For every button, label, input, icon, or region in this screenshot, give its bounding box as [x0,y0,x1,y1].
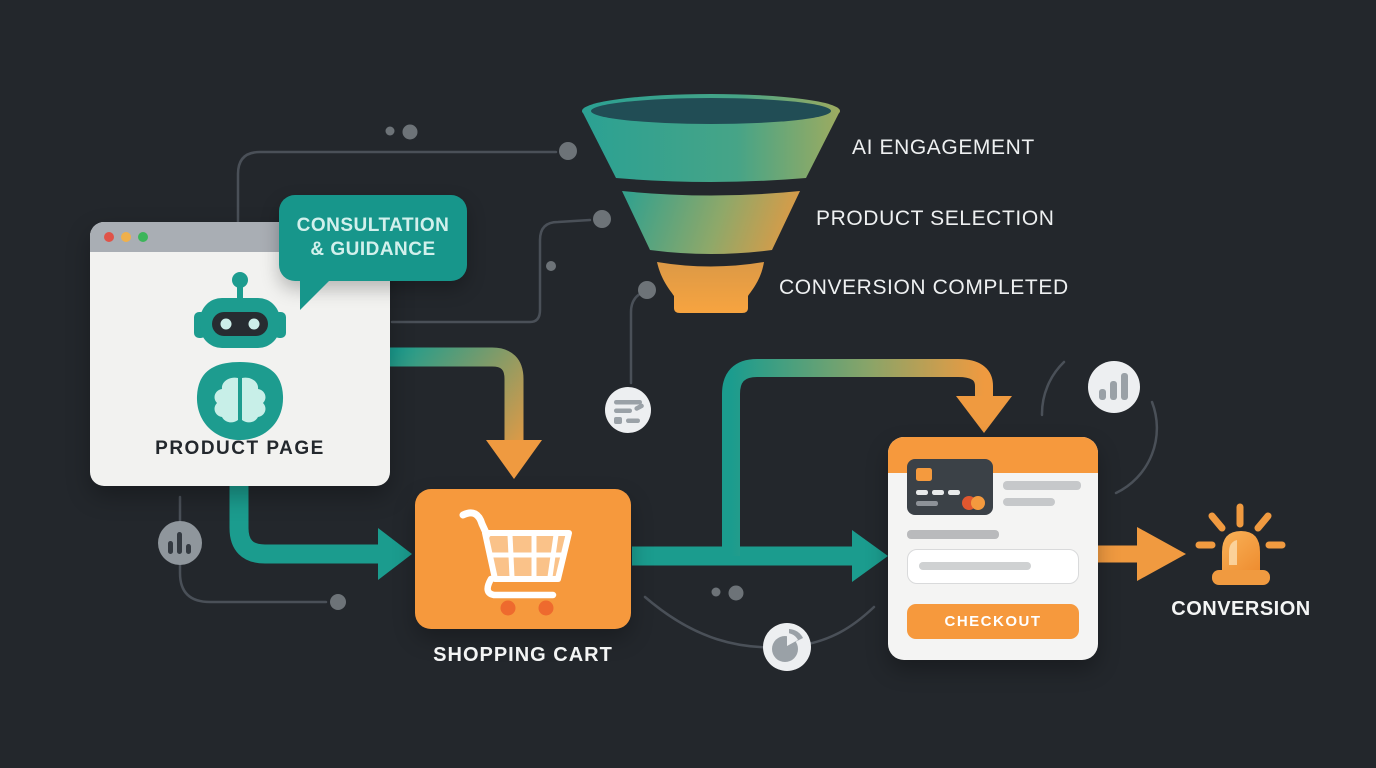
funnel-stage-1-shape [582,94,840,182]
arrow-cart-to-checkout [632,530,888,582]
funnel-label-conversion-completed: CONVERSION COMPLETED [779,276,1069,299]
analytics-bars-icon [158,521,202,565]
credit-card-icon [907,459,993,515]
funnel-label-product-selection: PRODUCT SELECTION [816,207,1055,230]
product-page-title: PRODUCT PAGE [155,438,325,459]
speech-bubble-tail [300,280,330,310]
consultation-speech-bubble: CONSULTATION & GUIDANCE [279,195,467,281]
shopping-cart-box [415,489,631,629]
input-placeholder-line [919,562,1031,570]
placeholder-text-line [1003,481,1081,490]
arrow-product-to-cart-top [390,347,542,479]
decorative-dots [330,124,744,610]
window-dot-maximize[interactable] [138,232,148,242]
chatbot-illustration [194,272,286,440]
flow-arrows [229,347,1186,582]
shopping-cart-icon [459,509,572,616]
checkout-button[interactable]: CHECKOUT [907,604,1079,639]
bar-chart-icon [1088,361,1140,413]
speech-bubble-line2: & GUIDANCE [310,239,436,260]
cart-wheel [500,600,516,616]
siren-icon [1195,503,1286,585]
sort-lines-icon [605,387,651,433]
arrow-branch-to-checkout-top [722,359,1012,556]
conversion-label: CONVERSION [1171,598,1311,620]
funnel-stage-3-shape [657,262,764,313]
shopping-cart-label: SHOPPING CART [433,644,613,666]
placeholder-field-label [907,530,999,539]
funnel-chart [582,94,840,313]
window-dot-close[interactable] [104,232,114,242]
speech-bubble-line1: CONSULTATION [296,215,450,236]
pie-chart-icon [763,623,811,671]
brain-icon [196,362,284,440]
arrow-checkout-to-conversion [1098,527,1186,581]
placeholder-text-line [1003,498,1055,506]
card-number-input[interactable] [907,549,1079,584]
window-dot-minimize[interactable] [121,232,131,242]
arrow-product-to-cart-left [229,486,412,580]
robot-icon [194,272,286,348]
funnel-stage-2-shape [622,191,800,254]
funnel-label-ai-engagement: AI ENGAGEMENT [852,136,1035,159]
cart-wheel [538,600,554,616]
checkout-card: CHECKOUT [888,437,1098,660]
